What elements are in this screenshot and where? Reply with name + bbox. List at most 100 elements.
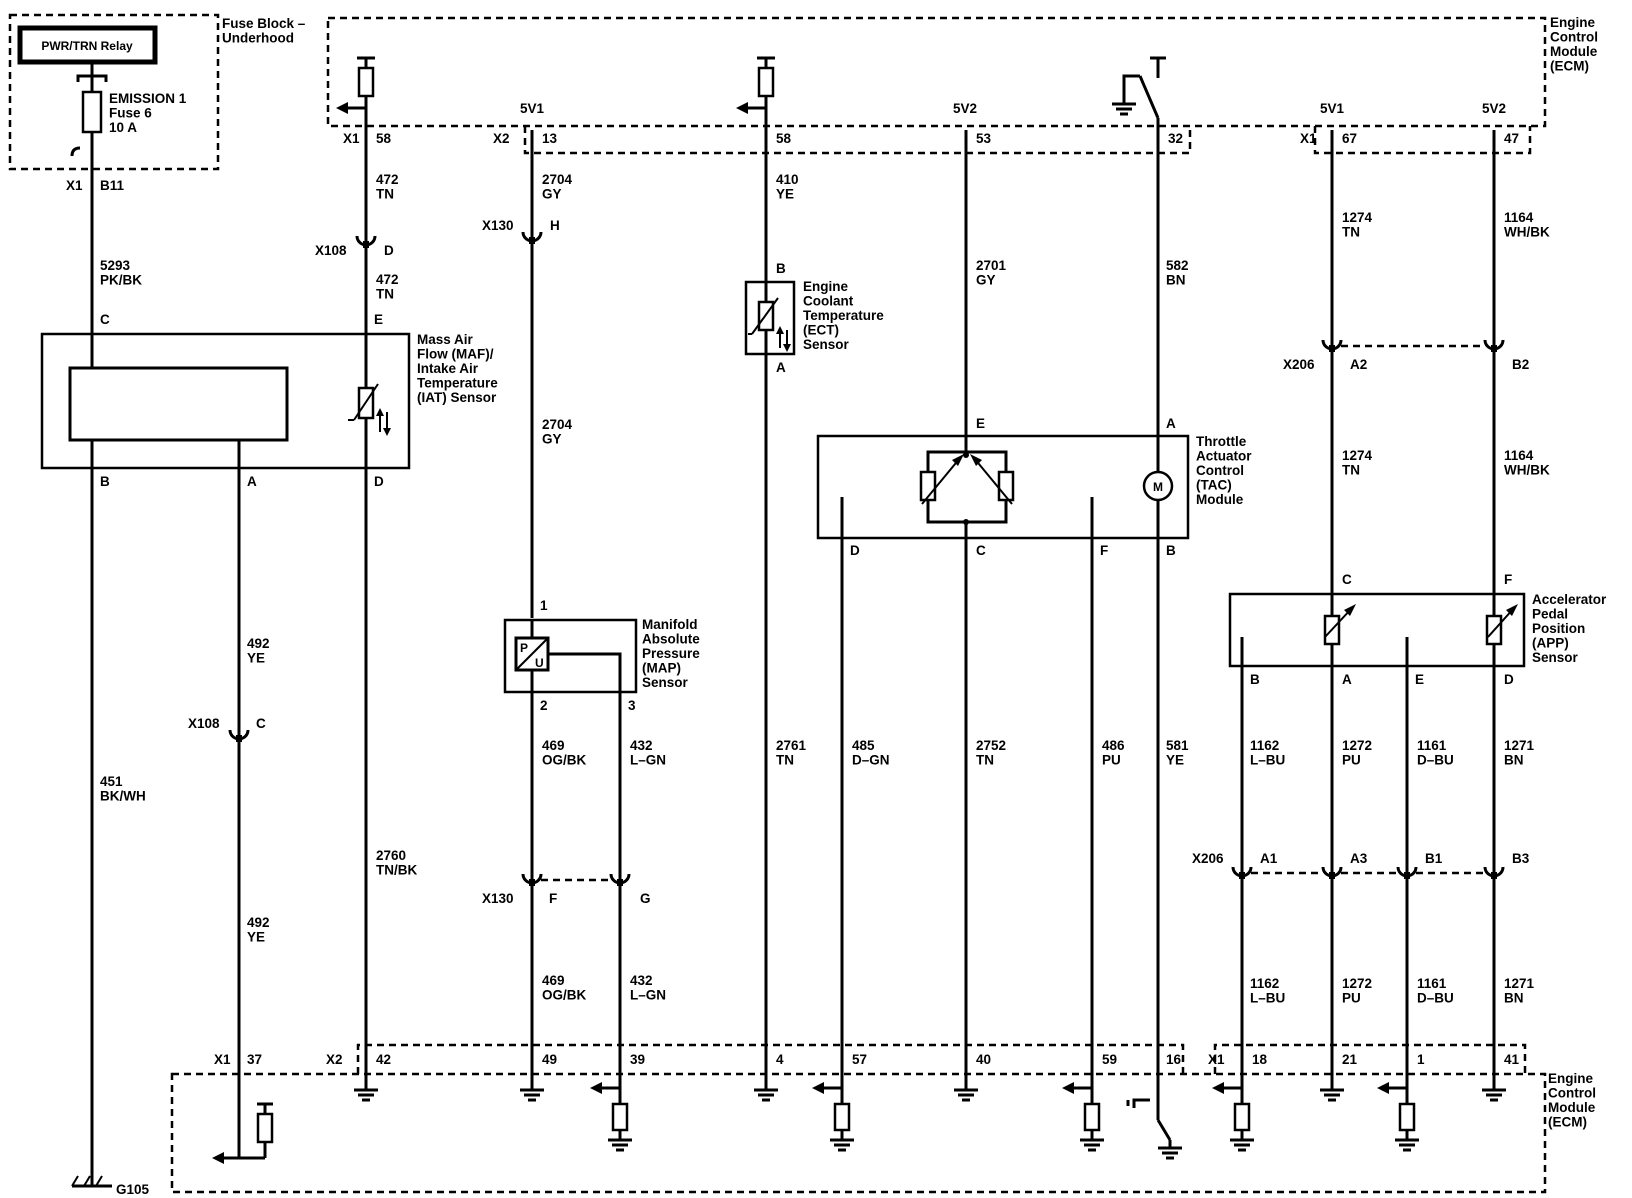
map-u: U [535, 656, 544, 670]
pin-inline-b2: B2 [1512, 357, 1529, 372]
maf-pin-a: A [247, 474, 257, 489]
app-pin-e: E [1415, 672, 1424, 687]
pin-bottom-42: 42 [376, 1052, 391, 1067]
pin-inline-g: G [640, 891, 651, 906]
conn-x1-top-a: X1 [343, 131, 360, 146]
pin-bottom-41: 41 [1504, 1052, 1520, 1067]
pin-bottom-1: 1 [1417, 1052, 1425, 1067]
pin-top-47: 47 [1504, 131, 1519, 146]
ecm-pulldowns [590, 1082, 1419, 1152]
app-pin-d: D [1504, 672, 1514, 687]
fuse-symbol [81, 90, 103, 134]
app-pin-b: B [1250, 672, 1260, 687]
pin-inline-b3: B3 [1512, 851, 1530, 866]
conn-x130-h: X130 [482, 218, 514, 233]
pin-bottom-49: 49 [542, 1052, 557, 1067]
inline-connectors: X108 D X108 C X130 H X130 F G X206 A2 B2 [188, 218, 1530, 906]
pin-bottom-57: 57 [852, 1052, 867, 1067]
pin-top-53: 53 [976, 131, 992, 146]
ref-5v1-a: 5V1 [520, 101, 545, 116]
conn-x108-c: X108 [188, 716, 220, 731]
conn-x206-top: X206 [1283, 357, 1315, 372]
pin-inline-h: H [550, 218, 560, 233]
ecm-top-internals [336, 56, 1166, 119]
pin-top-32: 32 [1168, 131, 1183, 146]
conn-x1-bottom-b: X1 [1208, 1052, 1225, 1067]
ect-pin-a: A [776, 360, 786, 375]
ground-label: G105 [116, 1182, 150, 1197]
ecm-pin16-switch [1126, 1098, 1182, 1160]
pin-inline-a2: A2 [1350, 357, 1367, 372]
ecm-chassis-grounds [354, 1088, 1506, 1102]
conn-x1-bottom-a: X1 [214, 1052, 231, 1067]
pin-bottom-40: 40 [976, 1052, 991, 1067]
pin-inline-a3: A3 [1350, 851, 1368, 866]
pin-bottom-21: 21 [1342, 1052, 1358, 1067]
tac-pin-f: F [1100, 543, 1108, 558]
pin-top-13: 13 [542, 131, 558, 146]
pin-bottom-37: 37 [247, 1052, 262, 1067]
tac-pin-c: C [976, 543, 986, 558]
ref-5v2-b: 5V2 [1482, 101, 1506, 116]
conn-x2-bottom: X2 [326, 1052, 343, 1067]
pin-top-58-b: 58 [776, 131, 792, 146]
conn-x130-fg: X130 [482, 891, 514, 906]
tac-pin-b: B [1166, 543, 1176, 558]
ecm-bottom-internals: G105 [71, 1102, 274, 1197]
pin-inline-d: D [384, 243, 394, 258]
pin-bottom-16: 16 [1166, 1052, 1182, 1067]
pin-bottom-4: 4 [776, 1052, 784, 1067]
maf-pin-e: E [374, 312, 383, 327]
map-pin-1: 1 [540, 598, 548, 613]
tac-motor-label: M [1153, 480, 1163, 494]
pin-inline-c: C [256, 716, 266, 731]
conn-x108-d: X108 [315, 243, 347, 258]
tac-pin-e: E [976, 416, 985, 431]
tac-pin-d: D [850, 543, 860, 558]
map-pin-3: 3 [628, 698, 636, 713]
pin-b11: B11 [100, 178, 125, 193]
pin-inline-b1: B1 [1425, 851, 1443, 866]
pin-inline-f: F [549, 891, 557, 906]
maf-pin-c: C [100, 312, 110, 327]
app-pin-f: F [1504, 572, 1512, 587]
fuse-block-label: Fuse Block –Underhood [222, 16, 306, 46]
pin-top-58-a: 58 [376, 131, 392, 146]
conn-x206-bottom: X206 [1192, 851, 1224, 866]
conn-x1-top-b: X1 [1300, 131, 1317, 146]
app-pin-a: A [1342, 672, 1352, 687]
maf-pin-b: B [100, 474, 110, 489]
